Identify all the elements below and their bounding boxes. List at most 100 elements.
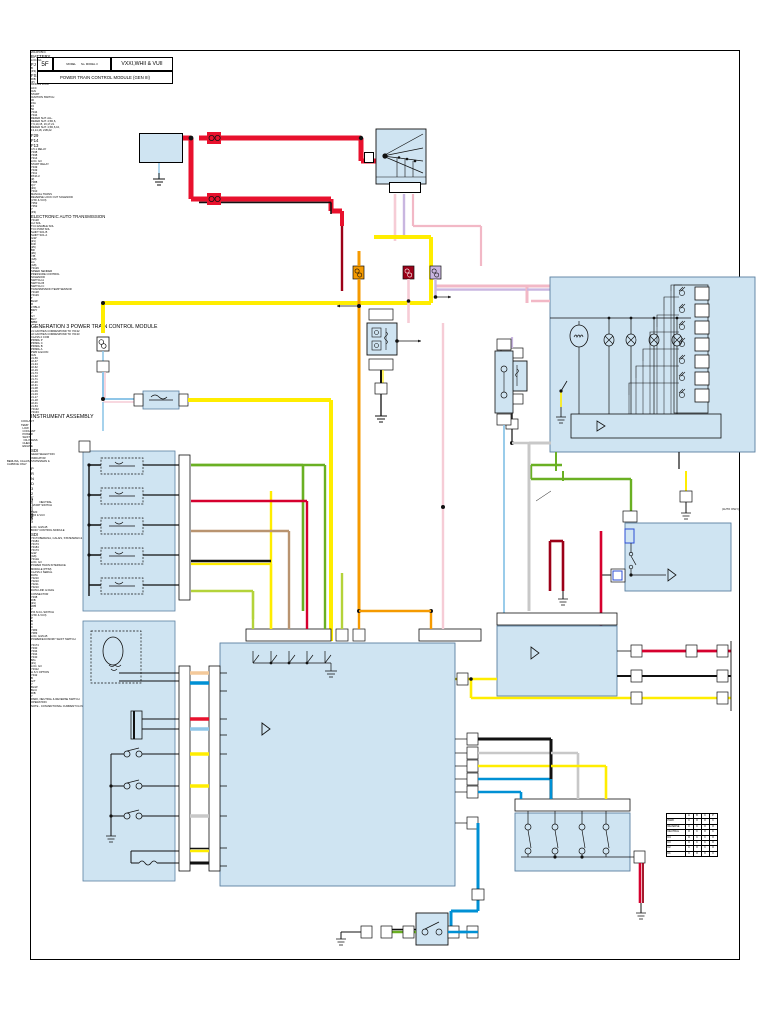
fuse-fj-label: FJ: [31, 62, 36, 67]
pcm-left-pin-1: J2-31: [31, 384, 38, 388]
pcm-right-pin-0: J1-59: [31, 357, 38, 361]
relay-451-conn-top: Y038: [31, 150, 38, 154]
prndl-ground-label: LOC. G3/G15: [31, 634, 48, 638]
ignition-conn-top: Y044: [31, 111, 38, 115]
ignition-conn-bot: Y044: [31, 114, 38, 118]
sig-wire-8: B/BR: [31, 321, 38, 325]
fj-wire-label: B: [31, 67, 33, 70]
start-relay-conn-top: Y049: [31, 165, 38, 169]
manual-trans-line2: REVERSE LOCK OUT SOLENOID: [31, 195, 73, 199]
title-block-page-code: 5F: [37, 57, 53, 71]
pcm-conn-left-y0132: Y0132: [31, 408, 39, 412]
lamp-oil-press: OIL PRESS: [23, 438, 38, 442]
sol-shift-b-label: SHIFT SOL B: [31, 230, 48, 234]
start-relay-conn-low: Y011: [31, 171, 38, 175]
fuse-fs-label: FS: [31, 73, 37, 78]
power-econ-conn-0: Y0174: [31, 643, 39, 647]
pnr-cell: C: [700, 850, 710, 858]
sig-wire-5: Y: [31, 312, 33, 316]
ignition-terminal-30: 30: [31, 99, 34, 103]
gear-pos-p: P: [31, 466, 34, 472]
dlc-gauge-0: (#1): [31, 601, 36, 605]
pcm-left-pin-6: J1-18: [31, 399, 38, 403]
fuse-f14-symbol: [402, 265, 415, 280]
sig-wire-6: GY: [31, 315, 35, 319]
pcm-left-pin-3: J1-09: [31, 390, 38, 394]
wire-y-2: Y: [31, 682, 33, 686]
dlc-wire-1: W/B: [31, 604, 37, 608]
ground-symbol-g3-relay: [375, 415, 387, 423]
pcm-right-pin-1: J2-47: [31, 360, 38, 364]
ground-symbol-g3g15-b: [636, 912, 646, 920]
prndl-conn-top: Y083: [31, 628, 38, 632]
sol-tcc-enable-label: TCC ENABLE SOL: [31, 224, 54, 228]
sol-tcc-pwm-gauge: (#6): [31, 251, 36, 255]
prndl-pin-a: A: [31, 622, 33, 626]
pcm-left-pin-2: J1-08: [31, 387, 38, 391]
wire-y-ptim: Y: [31, 694, 33, 698]
prndl-switch-sub: (VXII & VUII): [31, 613, 47, 617]
ground-symbol-trans: [106, 835, 116, 843]
sol-shift-a-label: SHIFT SOL A: [31, 233, 48, 237]
sol-3-2-wire: G/W: [31, 236, 37, 240]
pnlu-gauge-label: (#): [31, 177, 35, 181]
neutral-ground-label: LOC. G3/G15: [31, 525, 48, 529]
instrument-footnote: BERLINA, CALAIS, STATESMAN & CAPRICE ONL…: [7, 459, 50, 466]
pcm-left-pin-8: J1-53: [31, 405, 38, 409]
title-block-subject: POWER TRAIN CONTROL MODULE (GEN III): [37, 71, 173, 84]
drawing-number: 2012PO5FC: [31, 51, 46, 54]
y088-conn-label: Y088: [31, 180, 38, 184]
model-sub: No. MODEL 3: [80, 62, 98, 66]
pcm-right-pin-3: J2-62: [31, 366, 38, 370]
sol-3-2-gauge: (#1): [31, 239, 36, 243]
fuse-f13-symbol: [429, 265, 442, 280]
class2-serial-label: CLASS 2 SERIAL DATA: [31, 570, 53, 578]
fuse-f14-label: F14: [31, 137, 39, 143]
sheet-title-text: POWER TRAIN CONTROL MODULE (GEN III): [59, 75, 150, 80]
qy-gauge-label: (#4): [31, 186, 36, 190]
battery-label: BATTERY: [31, 54, 51, 59]
pcm-right-pin-4: J2-19: [31, 369, 38, 373]
fuse-f32-symbol: [96, 336, 110, 352]
pcm-left-pin-7: J2-01: [31, 402, 38, 406]
sol-shift-a-gauge: (G8): [31, 263, 37, 267]
ignition-pos-offlock: OFF/ON LOCK: [31, 83, 50, 86]
diagram-frame: 5F MODEL No. MODEL 3 VXXI,WHII & VUII PO…: [7, 50, 756, 960]
bcm-conn-top: Y0184: [31, 540, 39, 544]
gear-pos-r: R: [31, 471, 34, 477]
sol-shift-b-wire: Y/B: [31, 254, 36, 258]
bcm-conn-top2: Y0173: [31, 543, 39, 547]
pnlu-wire-label: P/N/LU: [31, 174, 40, 178]
relay-451-ground: LOC. G3: [31, 159, 42, 163]
qy-wire-label: Q/Y: [31, 183, 36, 187]
power-econ-gauge: (#1): [31, 661, 36, 665]
fs-gauge-label: (P): [31, 81, 35, 84]
f32-conn-label: Y010: [31, 189, 38, 193]
gear-pos-3: 3: [31, 486, 34, 492]
auto-trans-title: ELECTRONIC AUTO TRANSMISSION: [31, 213, 106, 219]
lamp-check-engine: CHECK ENGINE: [22, 442, 33, 449]
manual-trans-conn-right: Y052: [31, 204, 38, 208]
pcm-prndl-a-label: PRNDL A: [31, 348, 43, 352]
manual-trans-title: MANUAL TRANS: [31, 192, 52, 196]
power-econ-title: POWER/ECONOMY SHIFT SWITCH: [31, 637, 76, 641]
prndl-switch-title: P.R.N.D.L SWITCH: [31, 610, 54, 614]
temp-sensor-label: TRANSMISSION TEMP SENSOR: [31, 288, 72, 292]
ground-symbol-g3g15-a: [558, 598, 568, 606]
pcm-left-pin-4: J1-03: [31, 393, 38, 397]
manual-trans-wire-out: Y: [31, 207, 33, 211]
wire-blw: BL/W: [31, 685, 38, 689]
power-econ-conn-2: Y034: [31, 649, 38, 653]
sig-wire-2: R: [31, 303, 33, 307]
sol-3-2-label: 3-2 SOL: [31, 221, 42, 225]
ptim-title: POWER TRAIN INTERFACE MODULE (PTIM): [31, 564, 66, 571]
relay-451-conn-bot: Y038: [31, 153, 38, 157]
ignition-terminal-50: 50: [31, 108, 34, 112]
prndl-pin-p: P: [31, 616, 33, 620]
pcm-prndl-c-label: PRNDL C: [31, 342, 43, 346]
pcm-pwr-econ-label: PWR & ECON: [31, 351, 49, 355]
prndl-pin-c: C: [31, 625, 33, 629]
fj-gauge-label: (P4): [31, 70, 37, 73]
title-block-model-cell: MODEL No. MODEL 3: [53, 57, 111, 71]
ground-symbol-g1: [153, 173, 165, 186]
